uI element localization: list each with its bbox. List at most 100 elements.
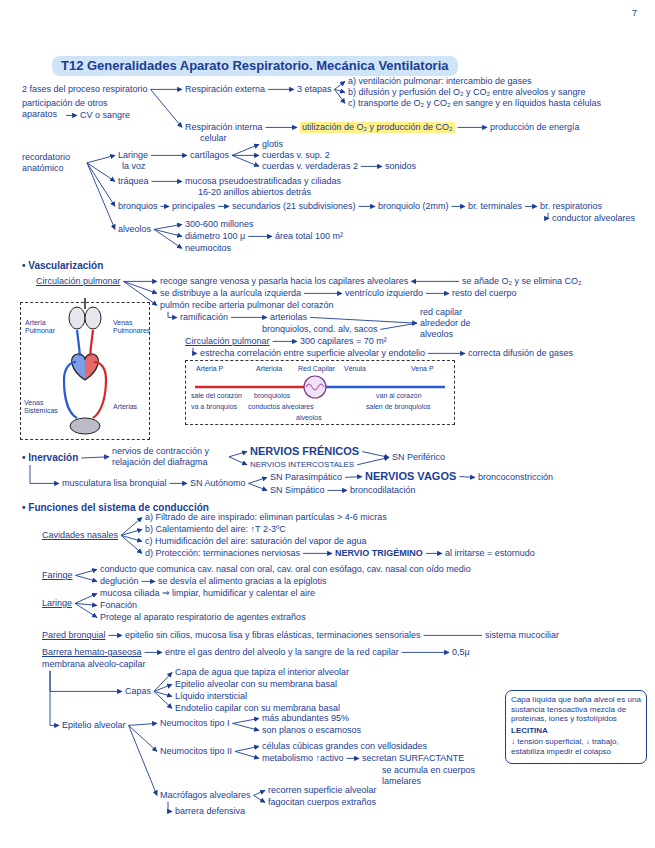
leader-arrow <box>154 229 182 248</box>
note-text: se añade O₂ y se elimina CO₂ <box>462 276 582 287</box>
note-text: área total 100 m² <box>275 231 343 242</box>
leader-arrow <box>76 575 97 581</box>
leader-arrow <box>87 163 115 207</box>
figure-label: Venas Pulmonares <box>113 319 149 335</box>
leader-arrow <box>129 725 157 795</box>
leader-arrow <box>81 457 109 458</box>
lung-left <box>69 307 85 329</box>
leader-arrow <box>154 684 172 691</box>
leader-arrow <box>231 317 267 318</box>
leader-arrow <box>30 465 59 483</box>
figure-label: Venas Sistémicas <box>24 399 60 415</box>
figure-label: bronquiolos <box>254 392 290 400</box>
figure-label: salen de bronquiolos <box>366 403 431 411</box>
leader-arrow <box>124 281 157 293</box>
note-text: sistema mucociliar <box>485 630 559 641</box>
note-text: conductor alveolares <box>552 213 635 224</box>
page-number: 7 <box>632 8 637 19</box>
leader-arrow <box>121 535 142 553</box>
leader-arrow <box>235 751 259 758</box>
note-text: celular <box>200 133 227 144</box>
leader-arrow <box>154 691 172 708</box>
leader-arrow <box>273 341 297 342</box>
trachea <box>84 298 86 309</box>
note-text: Neumocitos tipo I <box>160 718 230 729</box>
leader-arrow <box>154 224 182 229</box>
page-title: T12 Generalidades Aparato Respiratorio. … <box>52 56 458 76</box>
box-text: LECITINA <box>511 726 641 736</box>
capillary-bed <box>304 376 326 398</box>
figure-label: van al corazón <box>376 392 422 400</box>
arterial-vessel <box>195 386 304 389</box>
note-text: NERVIOS INTERCOSTALES <box>250 460 354 470</box>
note-text: red capilar alrededor de alveolos <box>420 307 482 339</box>
topic-heading: Laringe <box>42 598 72 609</box>
note-text: d) Protección: terminaciones nerviosas <box>145 548 300 559</box>
leader-arrow <box>50 671 59 726</box>
systemic-vein <box>64 362 77 418</box>
note-text: bronquios <box>118 201 158 212</box>
note-text: Líquido intersticial <box>175 691 247 702</box>
leader-arrow <box>154 229 182 236</box>
leader-arrow <box>254 790 265 795</box>
note-text: sonidos <box>385 161 416 172</box>
note-text: cartílagos <box>190 150 229 161</box>
leader-arrow <box>426 553 442 554</box>
note-text: nervios de contracción y relajación del … <box>112 446 226 468</box>
note-text: resto del cuerpo <box>452 288 517 299</box>
leader-arrow <box>428 353 465 354</box>
leader-arrow <box>233 718 259 723</box>
note-text: Epitelio alveolar <box>62 720 126 731</box>
capillary-mesh <box>306 384 324 390</box>
figure-label: sale del corazón <box>191 392 242 400</box>
note-text: recorren superficie alveolar <box>268 785 377 796</box>
topic-heading: Pared bronquial <box>42 630 106 641</box>
pulmonary-vein <box>90 330 93 356</box>
figure-label: Vénula <box>344 365 366 373</box>
figure-label: Arterias <box>113 403 147 411</box>
lung-right <box>85 307 101 329</box>
note-text: son planos o escamosos <box>262 725 361 736</box>
note-text: 300 capilares = 70 m² <box>300 336 387 347</box>
leader-arrow <box>304 293 342 294</box>
note-text: Respiración interna <box>185 122 263 133</box>
leader-arrow <box>229 452 247 457</box>
note-text: Fonación <box>100 600 137 611</box>
note-text: metabolismo ↑activo <box>262 753 344 764</box>
note-text: Endotelio capilar con su membrana basal <box>175 703 340 714</box>
leader-arrow <box>232 155 259 166</box>
note-text: b) Calentamiento del aire: ↑T 2-3ºC <box>145 524 286 535</box>
note-text: br. respiratorios <box>540 201 602 212</box>
leader-arrow <box>75 603 97 617</box>
note-text: Capa de agua que tapiza el interior alve… <box>175 667 349 678</box>
topic-heading: Circulación pulmonar <box>185 336 270 347</box>
note-text: br. terminales <box>468 201 522 212</box>
leader-arrow <box>129 725 157 751</box>
leader-arrow <box>452 206 465 207</box>
note-text: cuerdas v. sup. 2 <box>262 150 330 161</box>
note-text: pulmón recibe arteria pulmonar del coraz… <box>160 300 334 311</box>
note-text: tráquea <box>118 176 149 187</box>
leader-arrow <box>229 457 247 465</box>
note-text: recordatorio anatómico <box>22 152 84 174</box>
note-text: se desvía el alimento gracias a la epigl… <box>158 576 327 587</box>
systemic-artery <box>93 362 106 418</box>
leader-arrow <box>347 758 359 759</box>
note-text: Capas <box>125 686 151 697</box>
box-text: ↓ tensión superficial, ↓ trabajo, estabi… <box>511 737 641 756</box>
note-text: a) Filtrado de aire inspirado: eliminan … <box>145 512 387 523</box>
figure-label: Arteriola <box>256 365 282 373</box>
note-text: Epitelio alveolar con su membrana basal <box>175 679 337 690</box>
leader-arrow <box>109 635 122 636</box>
leader-arrow <box>424 635 482 636</box>
note-box: Capa líquida que baña alveol es una sust… <box>505 690 647 764</box>
note-text: producción de energía <box>490 122 580 133</box>
note-text: Protege al aparato respiratorio de agent… <box>100 612 306 623</box>
note-text: ventrículo izquierdo <box>345 288 423 299</box>
figure-label: Arteria P <box>196 365 223 373</box>
leader-arrow <box>380 323 417 329</box>
figure-label: conductos alveolares <box>248 403 314 411</box>
note-text: NERVIO TRIGÉMINO <box>335 548 423 559</box>
note-text: SN Parasimpático <box>270 472 342 483</box>
